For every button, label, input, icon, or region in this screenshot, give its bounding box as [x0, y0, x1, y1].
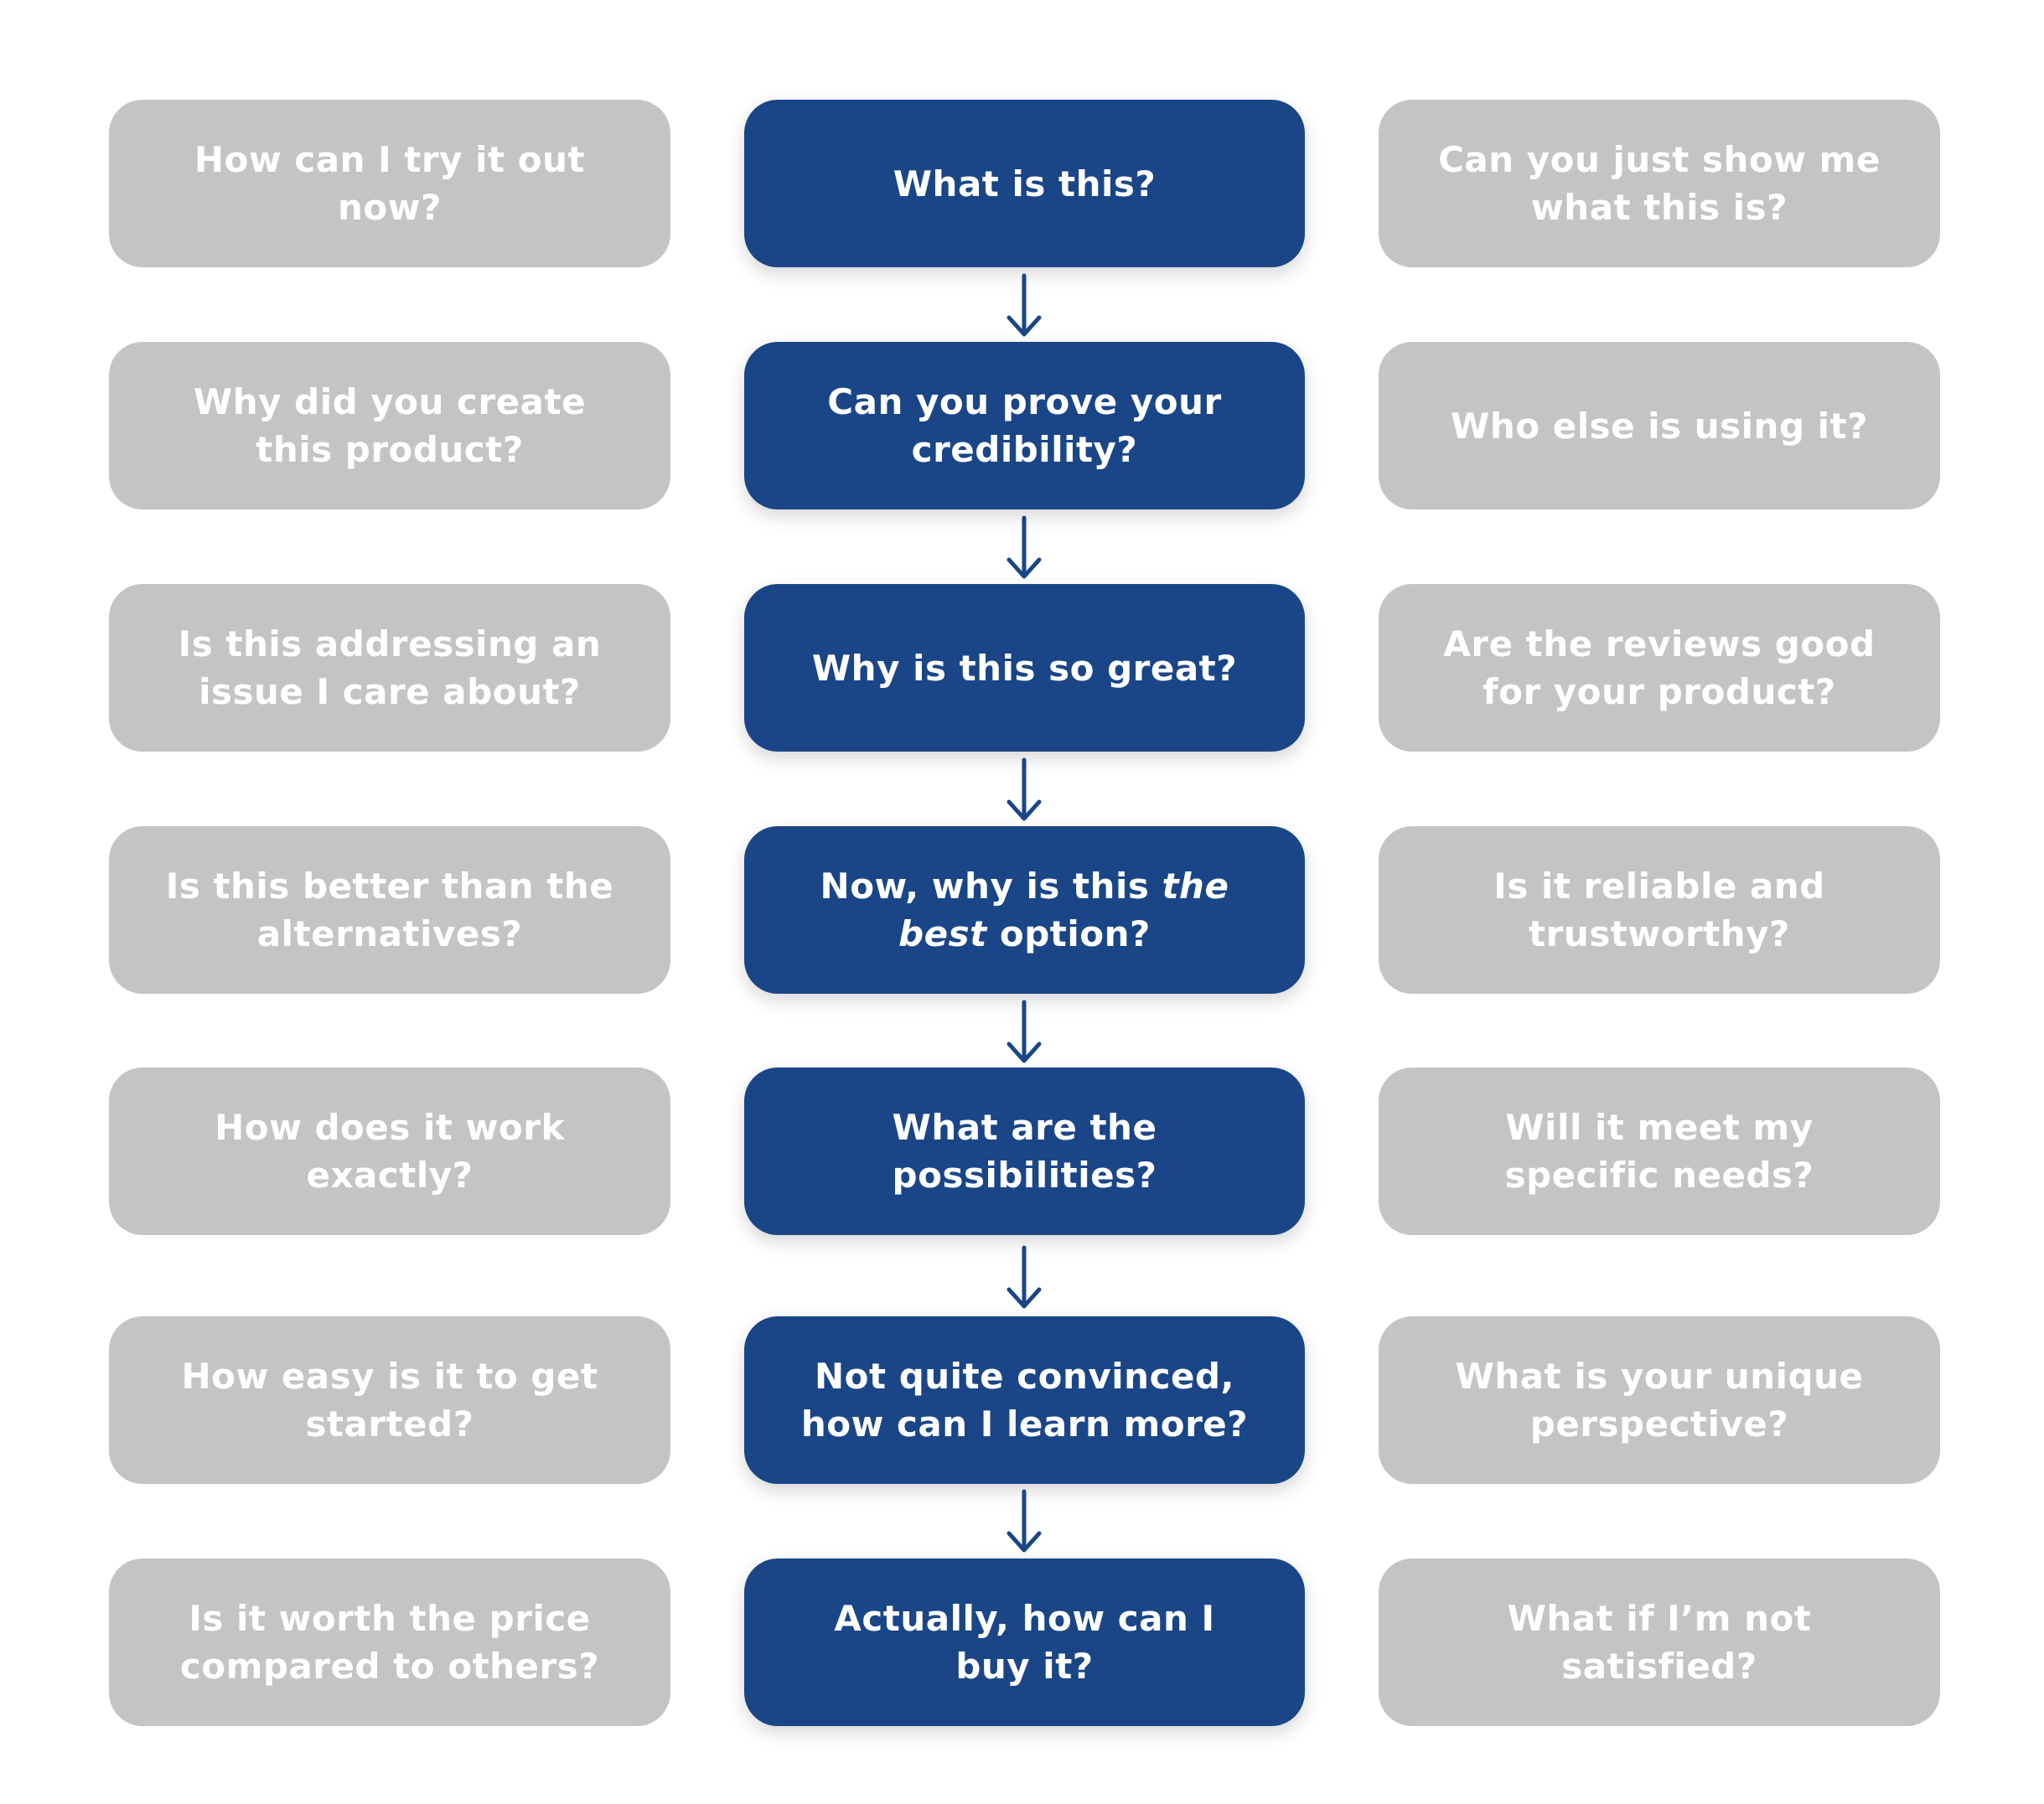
left-question-box: How easy is it to get started?: [109, 1316, 670, 1484]
right-question-box: What if I’m not satisfied?: [1379, 1558, 1940, 1726]
center-question-box: Can you prove your credibility?: [744, 342, 1305, 509]
left-question-box: How does it work exactly?: [109, 1067, 670, 1235]
center-question-box: Actually, how can I buy it?: [744, 1558, 1305, 1726]
left-question-box: Is this better than the alternatives?: [109, 826, 670, 994]
center-question-text-end: option?: [986, 913, 1151, 954]
arrow-down-icon: [999, 1488, 1049, 1555]
center-question-emphasis: the best: [898, 866, 1229, 954]
right-question-box: Are the reviews good for your product?: [1379, 584, 1940, 752]
right-question-box: Will it meet my specific needs?: [1379, 1067, 1940, 1235]
left-question-box: How can I try it out now?: [109, 100, 670, 267]
right-question-box: Is it reliable and trustworthy?: [1379, 826, 1940, 994]
arrow-down-icon: [999, 272, 1049, 339]
right-question-box: What is your unique perspective?: [1379, 1316, 1940, 1484]
arrow-down-icon: [999, 999, 1049, 1066]
arrow-down-icon: [999, 1244, 1049, 1311]
arrow-down-icon: [999, 514, 1049, 582]
center-question-box: Now, why is this the best option?: [744, 826, 1305, 994]
center-question-box: What is this?: [744, 100, 1305, 267]
right-question-box: Can you just show me what this is?: [1379, 100, 1940, 267]
center-question-box: What are the possibilities?: [744, 1067, 1305, 1235]
right-question-box: Who else is using it?: [1379, 342, 1940, 509]
center-question-text: Now, why is this the best option?: [791, 862, 1258, 958]
left-question-box: Is it worth the price compared to others…: [109, 1558, 670, 1726]
center-question-box: Not quite convinced, how can I learn mor…: [744, 1316, 1305, 1484]
left-question-box: Why did you create this product?: [109, 342, 670, 509]
center-question-box: Why is this so great?: [744, 584, 1305, 752]
arrow-down-icon: [999, 757, 1049, 824]
center-question-text-start: Now, why is this: [820, 866, 1162, 907]
left-question-box: Is this addressing an issue I care about…: [109, 584, 670, 752]
